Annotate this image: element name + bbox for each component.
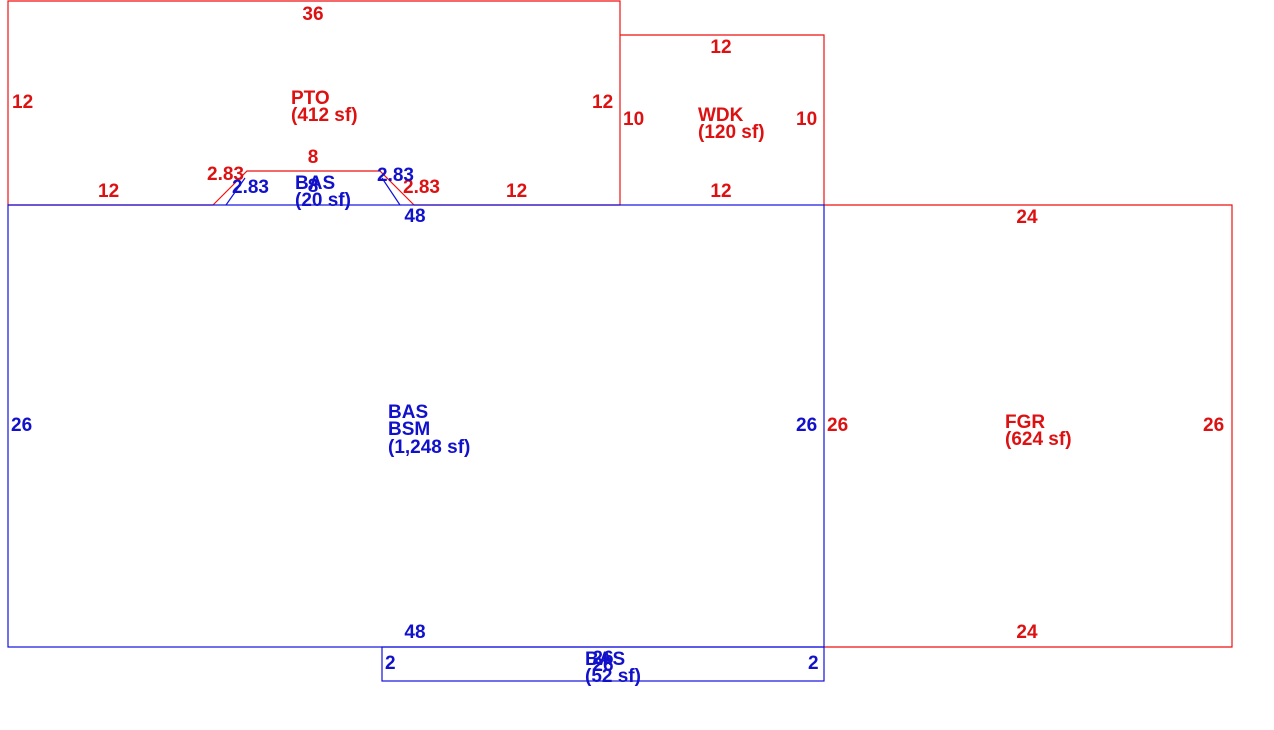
bay-left-diag-dim: 2.83 — [232, 177, 269, 198]
ext-top-dim: 26 — [592, 648, 613, 669]
fgr-outline — [824, 204, 1233, 648]
pto-bay-right-diag-dim: 2.83 — [403, 177, 440, 198]
main-code-bas: BAS — [388, 402, 428, 423]
pto-area: (412 sf) — [291, 105, 358, 126]
main-left-dim: 26 — [11, 415, 32, 436]
pto-left-dim: 12 — [12, 92, 33, 113]
main-code-bsm: BSM — [388, 419, 430, 440]
main-top-dim: 48 — [404, 206, 425, 227]
wdk-area: (120 sf) — [698, 122, 765, 143]
fgr-area: (624 sf) — [1005, 429, 1072, 450]
wdk-left-dim: 10 — [623, 109, 644, 130]
bottom-extension-outline — [381, 646, 825, 682]
pto-bay-top-dim: 8 — [308, 147, 319, 168]
bay-area: (20 sf) — [295, 190, 351, 211]
ext-right-dim: 2 — [808, 653, 819, 674]
main-area: (1,248 sf) — [388, 437, 470, 458]
pto-top-dim: 36 — [302, 4, 323, 25]
ext-code: BAS — [585, 649, 625, 670]
bay-outline — [225, 177, 401, 206]
pto-right-dim: 12 — [592, 92, 613, 113]
fgr-code: FGR — [1005, 412, 1045, 433]
bay-top-dim: 8 — [308, 176, 319, 197]
wdk-bottom-dim: 12 — [710, 181, 731, 202]
wdk-outline — [620, 34, 825, 205]
pto-bottom-left-dim: 12 — [98, 181, 119, 202]
wdk-code: WDK — [698, 105, 744, 126]
wdk-top-dim: 12 — [710, 37, 731, 58]
fgr-right-dim: 26 — [1203, 415, 1224, 436]
ext-bottom-dim: 26 — [592, 655, 613, 676]
bay-code: BAS — [295, 173, 335, 194]
main-bottom-dim: 48 — [404, 622, 425, 643]
wdk-right-dim: 10 — [796, 109, 817, 130]
pto-code: PTO — [291, 88, 330, 109]
pto-bay-left-diag-dim: 2.83 — [207, 164, 244, 185]
fgr-top-dim: 24 — [1016, 207, 1038, 228]
main-right-dim: 26 — [796, 415, 817, 436]
ext-area: (52 sf) — [585, 666, 641, 687]
bay-right-diag-dim: 2.83 — [377, 165, 414, 186]
fgr-bottom-dim: 24 — [1016, 622, 1038, 643]
fgr-left-dim: 26 — [827, 415, 848, 436]
ext-left-dim: 2 — [385, 653, 396, 674]
pto-bottom-right-dim: 12 — [506, 181, 527, 202]
